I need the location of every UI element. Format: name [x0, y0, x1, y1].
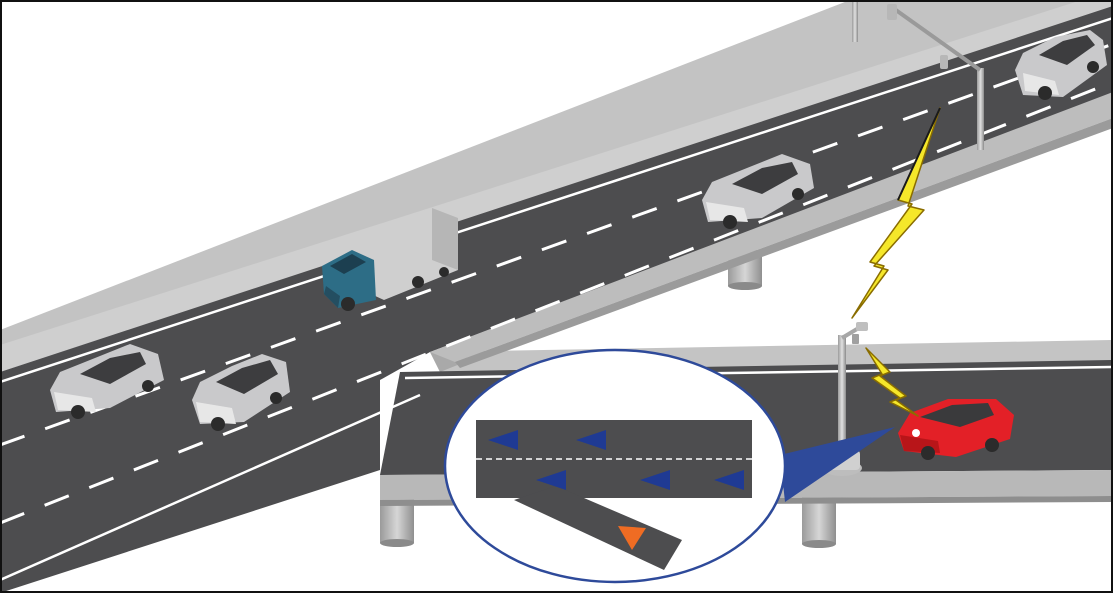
- silver-car: [702, 154, 814, 229]
- detail-ramp-road: [514, 486, 682, 570]
- overhead-sensor-pole: [852, 2, 984, 150]
- silver-car: [1015, 30, 1107, 100]
- box-truck: [322, 208, 458, 311]
- vehicle-arrow-icon: [714, 470, 744, 490]
- red-merging-car: [898, 399, 1014, 460]
- vehicle-arrow-icon: [576, 430, 606, 450]
- bubble-pointer: [780, 427, 895, 502]
- lightning-bolt-icon: [865, 347, 919, 417]
- lightning-bolt-icon: [851, 107, 941, 319]
- silver-car: [50, 344, 164, 419]
- silver-car: [192, 354, 290, 431]
- vehicle-arrow-icon: [488, 430, 518, 450]
- wireless-signal: [851, 107, 941, 417]
- vehicle-arrow-icon: [536, 470, 566, 490]
- sensor-head-icon: [856, 322, 868, 331]
- merging-vehicle-arrow-icon: [618, 526, 646, 550]
- highway-vehicles: [50, 30, 1107, 431]
- detail-view-bubble: [443, 348, 895, 584]
- vehicle-arrow-icon: [640, 470, 670, 490]
